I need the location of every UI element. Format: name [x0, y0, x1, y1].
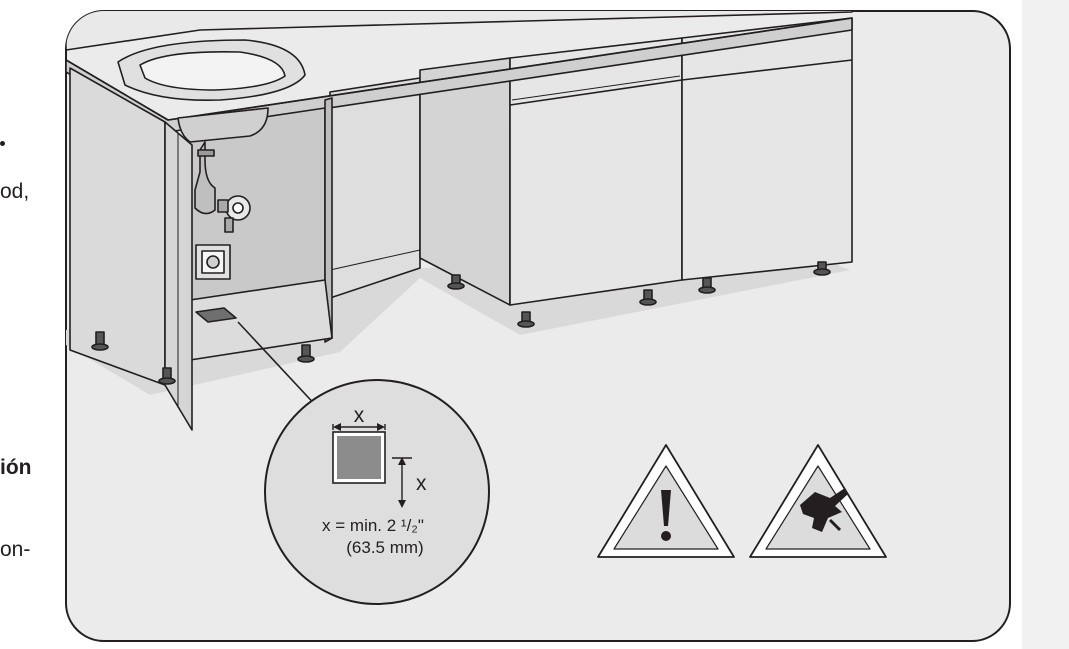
sink-cabinet-left-side	[69, 67, 166, 386]
side-bullet	[0, 141, 5, 146]
height-label: x	[416, 472, 427, 495]
right-margin-strip	[1022, 0, 1069, 649]
right-cabinet-front-left	[509, 37, 683, 306]
drawer-line-left	[509, 79, 683, 106]
countertop	[66, 11, 853, 51]
right-cabinet-front-right	[681, 17, 853, 281]
cabinet-floor-hole	[195, 307, 237, 323]
cabinet-feet-right	[447, 261, 831, 328]
width-label: x	[354, 404, 365, 427]
hole-size-magnifier	[264, 379, 490, 605]
floor-shadow	[66, 258, 850, 395]
drain-pipe	[194, 141, 216, 215]
metric-size-text: (63.5 mm)	[346, 538, 423, 557]
min-size-text: x = min. 2 ¹/₂"	[322, 516, 424, 535]
warning-exclamation-icon	[597, 444, 735, 558]
side-text-3: on-	[0, 538, 31, 561]
cabinet-feet-left	[91, 331, 315, 385]
wall-recess	[329, 77, 421, 299]
side-text-1: od,	[0, 180, 30, 203]
side-text-2: ión	[0, 456, 32, 479]
callout-leader-line	[237, 321, 321, 411]
drawer-line-right	[681, 59, 853, 81]
hand-pinch-warning-icon	[749, 444, 887, 558]
sink-basin	[177, 107, 269, 143]
